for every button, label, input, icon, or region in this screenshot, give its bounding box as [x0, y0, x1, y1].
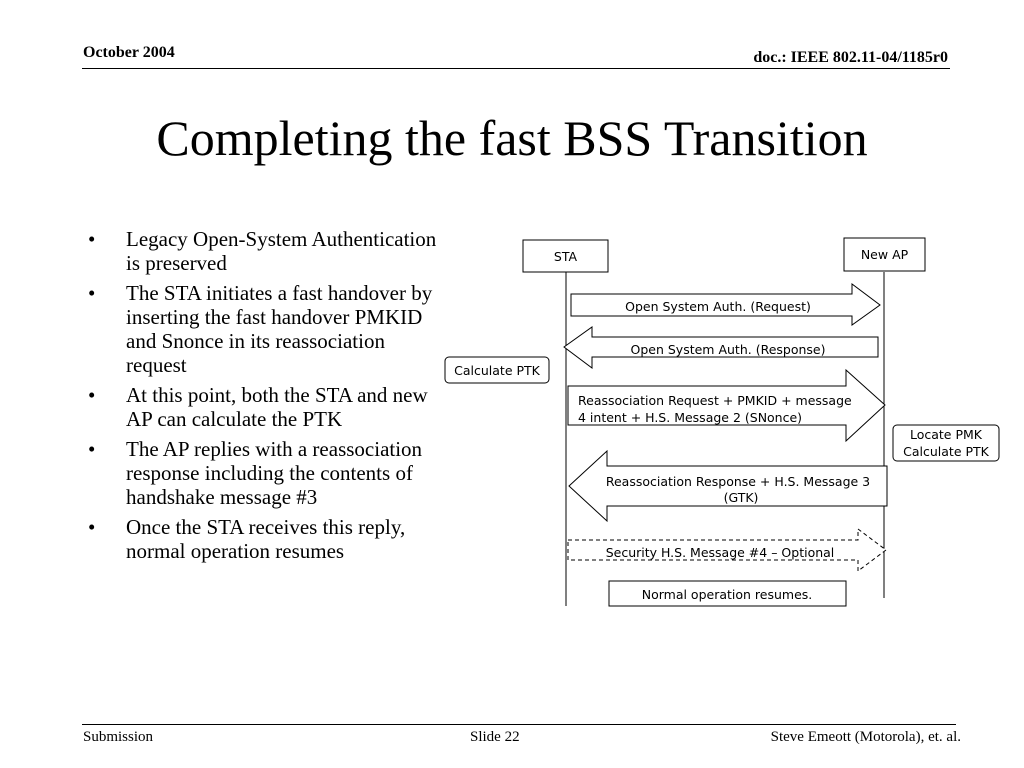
header-divider — [82, 68, 950, 69]
slide-title: Completing the fast BSS Transition — [156, 110, 868, 166]
reassoc-request-arrow — [567, 368, 886, 443]
bullet-item: Legacy Open-System Authentication is pre… — [88, 227, 438, 275]
sta-calc-ptk-label: Calculate PTK — [454, 363, 541, 378]
normal-operation-box — [608, 580, 847, 607]
header-date: October 2004 — [83, 44, 175, 61]
reassoc-request-label-2: 4 intent + H.S. Message 2 (SNonce) — [578, 410, 802, 425]
normal-operation-label: Normal operation resumes. — [642, 587, 813, 602]
footer-author: Steve Emeott (Motorola), et. al. — [770, 729, 961, 745]
ap-locate-pmk-box — [892, 424, 1000, 462]
bullet-item: At this point, both the STA and new AP c… — [88, 383, 438, 431]
footer-slide-number: Slide 22 — [470, 729, 520, 745]
bullet-item: Once the STA receives this reply, normal… — [88, 515, 438, 563]
reassoc-response-label-2: (GTK) — [724, 490, 759, 505]
reassoc-request-label-1: Reassociation Request + PMKID + message — [578, 393, 852, 408]
auth-response-label: Open System Auth. (Response) — [631, 342, 826, 357]
footer-submission: Submission — [83, 729, 154, 745]
ap-box — [843, 237, 926, 272]
sta-calc-ptk-box — [444, 356, 550, 384]
footer-divider — [82, 724, 956, 725]
auth-request-label: Open System Auth. (Request) — [625, 299, 811, 314]
reassoc-response-arrow — [568, 449, 888, 523]
bullet-item: The STA initiates a fast handover by ins… — [88, 281, 438, 377]
header-doc-id: doc.: IEEE 802.11-04/1185r0 — [753, 49, 948, 66]
ap-note-line-1: Locate PMK — [910, 427, 983, 442]
ap-note-line-2: Calculate PTK — [903, 444, 990, 459]
reassoc-response-label-1: Reassociation Response + H.S. Message 3 — [606, 474, 870, 489]
auth-request-arrow — [570, 283, 881, 326]
sta-box — [522, 239, 609, 273]
auth-response-arrow — [563, 326, 879, 369]
sta-label: STA — [554, 249, 578, 264]
security-message-label: Security H.S. Message #4 – Optional — [606, 545, 835, 560]
bullet-item: The AP replies with a reassociation resp… — [88, 437, 438, 509]
bullet-list: Legacy Open-System Authentication is pre… — [88, 227, 438, 569]
ap-label: New AP — [861, 247, 909, 262]
security-message-arrow — [567, 528, 887, 572]
